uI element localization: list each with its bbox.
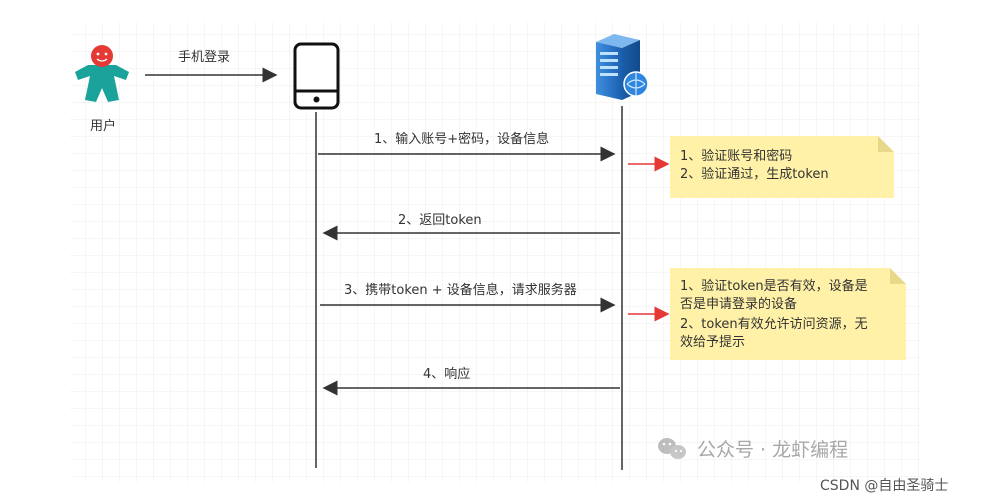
note2-line2: 否是申请登录的设备	[680, 296, 797, 312]
note-verify-login	[670, 136, 894, 198]
message-step1: 1、输入账号+密码，设备信息	[374, 131, 549, 147]
message-step3: 3、携带token + 设备信息，请求服务器	[344, 282, 577, 298]
phone-icon	[293, 42, 340, 110]
wechat-icon	[658, 438, 686, 459]
watermark-csdn: CSDN @自由圣骑士	[820, 478, 948, 494]
message-step4: 4、响应	[423, 366, 470, 382]
message-step2: 2、返回token	[398, 213, 482, 228]
user-figure-icon	[75, 45, 129, 102]
watermark-wechat: 公众号 · 龙虾编程	[697, 439, 848, 461]
message-login: 手机登录	[178, 50, 230, 65]
user-label: 用户	[90, 118, 116, 134]
note2-line1: 1、验证token是否有效，设备是	[680, 278, 868, 294]
note-verify-token	[670, 268, 906, 360]
note1-line2: 2、验证通过，生成token	[680, 166, 829, 182]
grid-background	[70, 22, 920, 482]
note2-line4: 效给予提示	[680, 334, 745, 350]
note1-line1: 1、验证账号和密码	[680, 148, 792, 164]
note2-line3: 2、token有效允许访问资源，无	[680, 316, 868, 332]
server-icon	[596, 34, 649, 100]
